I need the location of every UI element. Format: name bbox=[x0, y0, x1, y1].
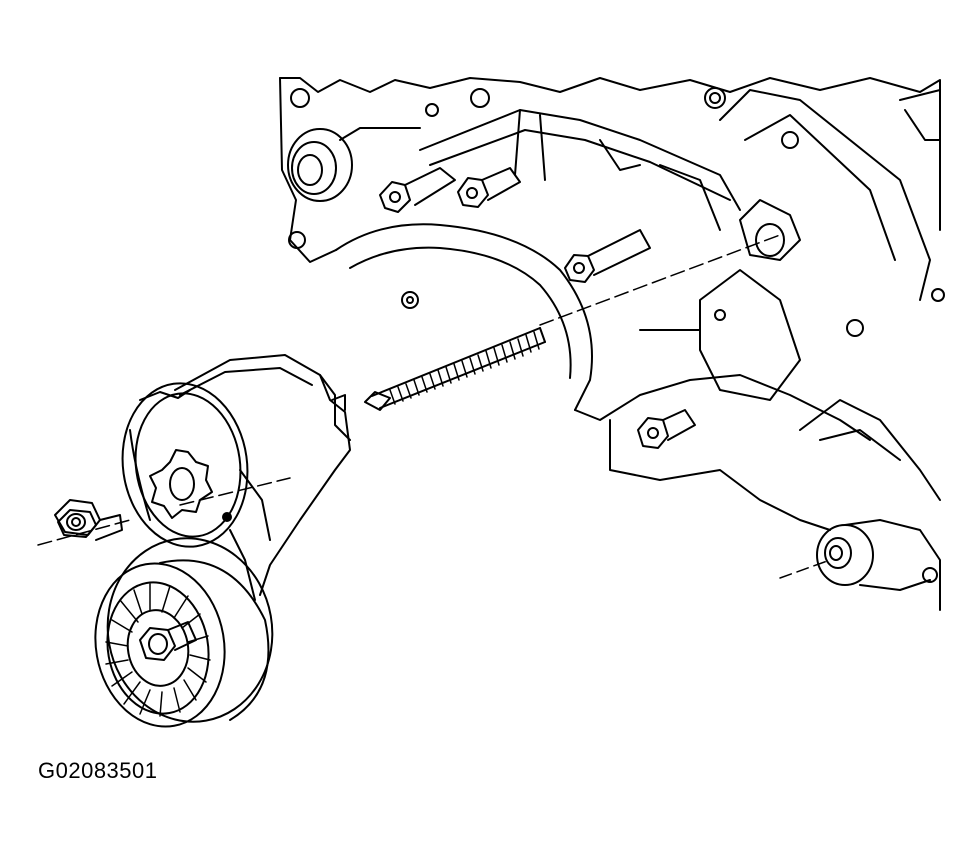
bolt-lower-center bbox=[638, 410, 695, 448]
bolt-upper-right bbox=[565, 230, 650, 282]
engine-block bbox=[280, 78, 944, 610]
figure-id-label: G02083501 bbox=[38, 758, 158, 783]
belt-tensioner bbox=[112, 355, 350, 600]
idler-pulley bbox=[83, 525, 287, 737]
assembly-centerlines bbox=[38, 235, 830, 578]
tensioner-stud bbox=[365, 328, 545, 410]
bolt-upper-middle bbox=[458, 168, 520, 207]
bolt-upper-left bbox=[380, 168, 455, 212]
tensioner-nut bbox=[55, 500, 122, 540]
